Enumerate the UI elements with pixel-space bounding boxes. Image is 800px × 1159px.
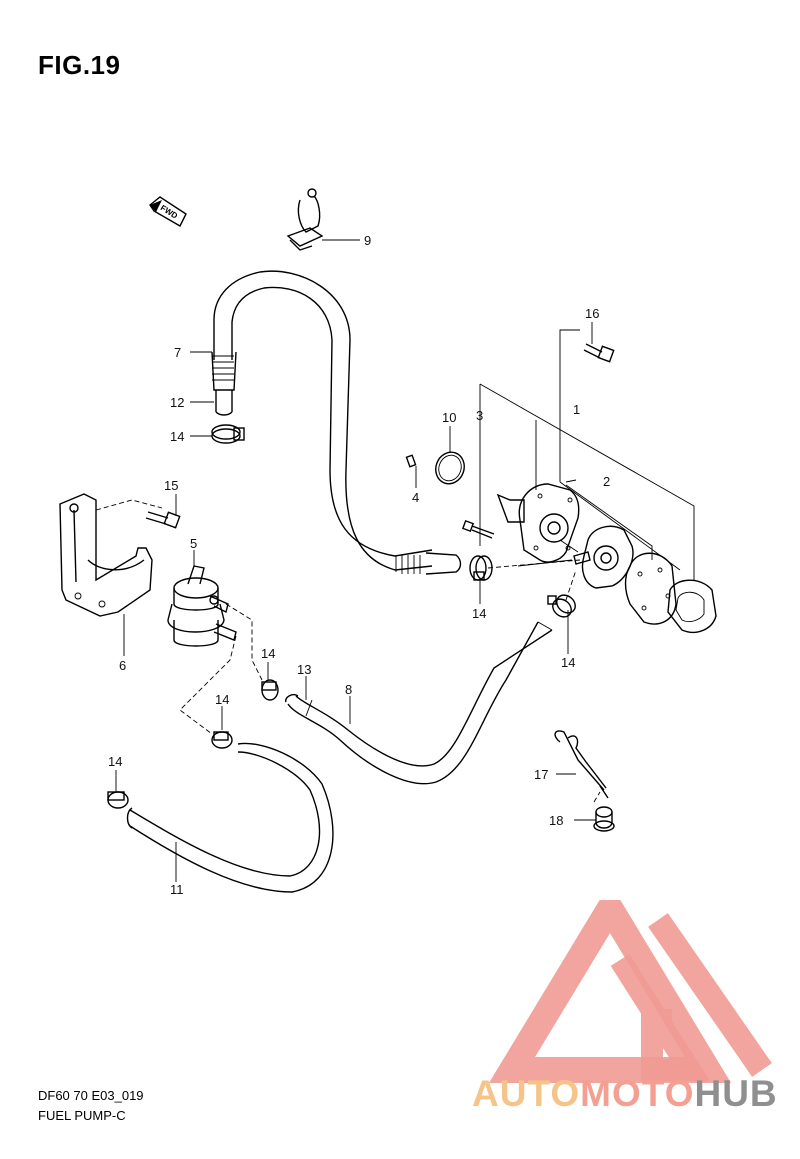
callout-8: 8: [345, 682, 352, 697]
part-10-o-ring: [435, 451, 465, 485]
callout-5: 5: [190, 536, 197, 551]
part-6-filter-bracket: [59, 493, 153, 617]
callout-3: 3: [476, 408, 483, 423]
callout-17: 17: [534, 767, 548, 782]
part-3-pump-body: [496, 483, 580, 563]
watermark-auto: AUTO: [472, 1073, 581, 1114]
part-5-fuel-filter: [167, 565, 237, 647]
part-14-clamp-upper: [211, 424, 245, 444]
part-14-clamp-filter-a: [261, 679, 279, 701]
callout-11: 11: [170, 882, 184, 897]
watermark-moto: MOTO: [580, 1073, 695, 1114]
part-14-clamp-filter-b: [211, 731, 233, 749]
watermark-text: AUTOMOTOHUB: [472, 1073, 778, 1115]
callout-leaders: [115, 239, 596, 882]
callout-10: 10: [442, 410, 456, 425]
part-1-end-cover: [667, 579, 717, 634]
callout-14-pump-inlet: 14: [472, 606, 486, 621]
part-2-diaphragm-cover: [573, 525, 634, 589]
dashed-assembly-lines: [95, 499, 601, 803]
part-14-clamp-pump-outlet: [547, 594, 576, 618]
part-11-fuel-hose: [126, 742, 334, 893]
callout-14-pump-outlet: 14: [561, 655, 575, 670]
part-14-clamp-pump-inlet: [469, 555, 493, 581]
part-4-pin: [405, 454, 417, 468]
part-9-clip: [286, 188, 324, 251]
part-8-fuel-hose: [285, 621, 553, 785]
callout-4: 4: [412, 490, 419, 505]
figure-code: DF60 70 E03_019: [38, 1088, 144, 1103]
callout-14-filter-a: 14: [261, 646, 275, 661]
callout-14-upper: 14: [170, 429, 184, 444]
callout-1: 1: [573, 402, 580, 417]
callout-9: 9: [364, 233, 371, 248]
callout-6: 6: [119, 658, 126, 673]
part-1-gasket: [624, 552, 677, 625]
part-3-bolt: [461, 519, 495, 539]
callout-labels: 1 2 3 4 5 6 7 8 9 10 11 12 13 14 14 14 1…: [108, 233, 610, 897]
part-7-fuel-hose-loop: [211, 270, 462, 575]
fwd-arrow-badge: FWD: [149, 196, 187, 227]
figure-name: FUEL PUMP-C: [38, 1108, 126, 1123]
callout-7: 7: [174, 345, 181, 360]
callout-12: 12: [170, 395, 184, 410]
part-18-grommet: [593, 806, 615, 832]
callout-2: 2: [603, 474, 610, 489]
callout-14-filter-b: 14: [215, 692, 229, 707]
part-15-bolt: [145, 511, 181, 529]
callout-18: 18: [549, 813, 563, 828]
part-17-wire-clip: [554, 730, 609, 799]
part-14-clamp-lower-left: [107, 791, 129, 809]
callout-15: 15: [164, 478, 178, 493]
callout-16: 16: [585, 306, 599, 321]
figure-title: FIG.19: [38, 50, 121, 80]
watermark-hub: HUB: [694, 1073, 778, 1114]
callout-14-lower-left: 14: [108, 754, 122, 769]
callout-13: 13: [297, 662, 311, 677]
part-16-bolt: [583, 343, 615, 363]
watermark-logo: [488, 900, 772, 1083]
fwd-badge-text: FWD: [159, 203, 179, 220]
